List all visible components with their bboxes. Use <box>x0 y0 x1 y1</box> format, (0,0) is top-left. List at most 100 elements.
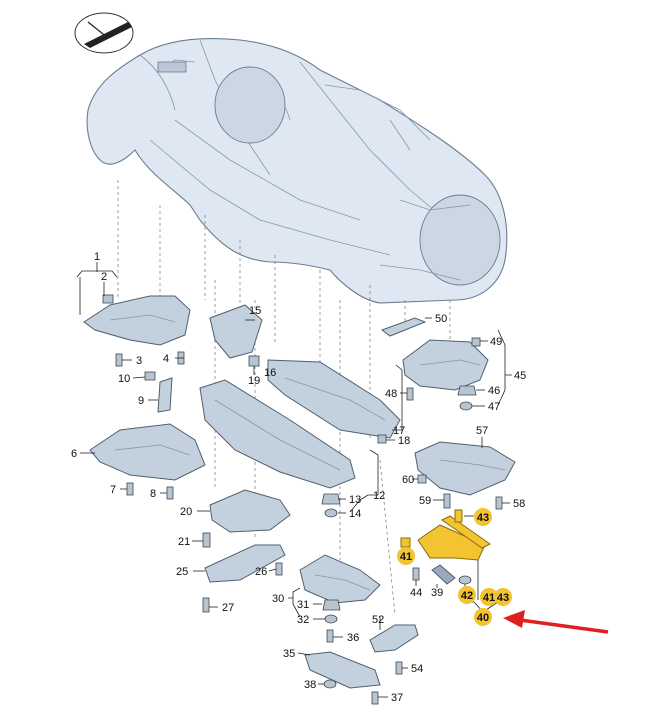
label-31: 31 <box>297 599 309 611</box>
label-20: 20 <box>180 506 192 518</box>
bolt-8 <box>166 486 174 500</box>
bracket-9 <box>157 377 173 413</box>
label-41-highlighted-b: 41 <box>483 592 495 604</box>
bolt-43-highlighted <box>454 509 463 523</box>
bolt-27 <box>202 597 210 613</box>
part-shield-25 <box>204 544 286 583</box>
label-1: 1 <box>94 251 100 263</box>
label-47: 47 <box>488 401 500 413</box>
label-26: 26 <box>255 566 267 578</box>
part-side-trim-16 <box>267 359 401 439</box>
bolt-7 <box>126 482 134 496</box>
label-35: 35 <box>283 648 295 660</box>
part-panel-15 <box>209 304 263 359</box>
label-58: 58 <box>513 498 525 510</box>
part-side-panel-12 <box>199 379 356 489</box>
label-40-highlighted: 40 <box>477 612 489 624</box>
part-highlighted-shield-40 <box>417 515 491 561</box>
clip-60 <box>417 474 427 484</box>
label-44: 44 <box>410 587 422 599</box>
label-21: 21 <box>178 536 190 548</box>
label-17: 17 <box>393 425 405 437</box>
label-13: 13 <box>349 494 361 506</box>
label-45: 45 <box>514 370 526 382</box>
part-cover-52 <box>369 624 419 653</box>
label-14: 14 <box>349 508 361 520</box>
highlight-circles <box>397 508 512 626</box>
part-front-guard-1 <box>83 294 191 346</box>
highlighted-part-labels: 40 41 41 42 43 43 <box>400 512 509 624</box>
label-54: 54 <box>411 663 423 675</box>
bolt-58 <box>495 496 503 510</box>
part-bracket-50 <box>380 317 427 337</box>
nut-47 <box>459 401 473 411</box>
label-46: 46 <box>488 385 500 397</box>
label-60: 60 <box>402 474 414 486</box>
label-9: 9 <box>138 395 144 407</box>
clip-19 <box>248 355 260 367</box>
bolt-21 <box>202 532 211 548</box>
clip-10 <box>144 371 156 381</box>
clip-13 <box>321 493 341 505</box>
label-57: 57 <box>476 425 488 437</box>
label-15: 15 <box>249 305 261 317</box>
nut-14 <box>324 508 338 518</box>
part-heat-shield-30 <box>299 554 381 604</box>
label-19: 19 <box>248 375 260 387</box>
clip-49 <box>471 337 481 347</box>
label-27: 27 <box>222 602 234 614</box>
label-42-highlighted: 42 <box>461 590 473 602</box>
clip-46 <box>457 385 477 396</box>
label-59: 59 <box>419 495 431 507</box>
label-50: 50 <box>435 313 447 325</box>
label-39: 39 <box>431 587 443 599</box>
part-cover-20 <box>209 489 291 533</box>
part-number-labels: 1 2 3 4 6 7 8 9 10 12 13 14 15 16 17 18 … <box>71 251 526 704</box>
label-52: 52 <box>372 614 384 626</box>
bolt-59 <box>443 493 451 509</box>
bolt-44 <box>412 567 420 581</box>
clip-31 <box>322 599 341 611</box>
part-trim-35 <box>304 651 381 689</box>
part-rear-guard-45 <box>402 339 489 391</box>
label-8: 8 <box>150 488 156 500</box>
label-18: 18 <box>398 435 410 447</box>
part-39 <box>431 564 456 585</box>
label-49: 49 <box>490 336 502 348</box>
bolt-54 <box>395 661 403 675</box>
label-4: 4 <box>163 353 169 365</box>
bolt-26 <box>275 562 283 576</box>
clip-38 <box>323 679 337 689</box>
label-43-highlighted: 43 <box>477 512 489 524</box>
label-37: 37 <box>391 692 403 704</box>
label-30: 30 <box>272 593 284 605</box>
label-38: 38 <box>304 679 316 691</box>
bolt-3 <box>115 353 123 367</box>
label-3: 3 <box>136 355 142 367</box>
label-32: 32 <box>297 614 309 626</box>
label-10: 10 <box>118 373 130 385</box>
clip-41-highlighted <box>400 537 411 548</box>
orientation-compass-icon <box>74 12 134 54</box>
label-16: 16 <box>264 367 276 379</box>
part-engine-cover-6 <box>89 423 206 481</box>
vehicle-underbody-illustration <box>86 38 508 304</box>
part-rear-cover-57 <box>414 441 516 496</box>
nut-42 <box>458 575 472 585</box>
red-pointer-arrow-icon <box>503 610 609 634</box>
label-25: 25 <box>176 566 188 578</box>
label-6: 6 <box>71 448 77 460</box>
bolt-37 <box>371 691 379 705</box>
clip-18 <box>377 434 387 444</box>
label-12: 12 <box>373 490 385 502</box>
bolt-48 <box>406 387 414 401</box>
label-43-highlighted-b: 43 <box>497 592 509 604</box>
label-36: 36 <box>347 632 359 644</box>
label-7: 7 <box>110 484 116 496</box>
bolt-36 <box>326 629 334 643</box>
label-2: 2 <box>101 271 107 283</box>
label-48: 48 <box>385 388 397 400</box>
nut-32 <box>324 614 338 624</box>
label-41-highlighted: 41 <box>400 551 412 563</box>
